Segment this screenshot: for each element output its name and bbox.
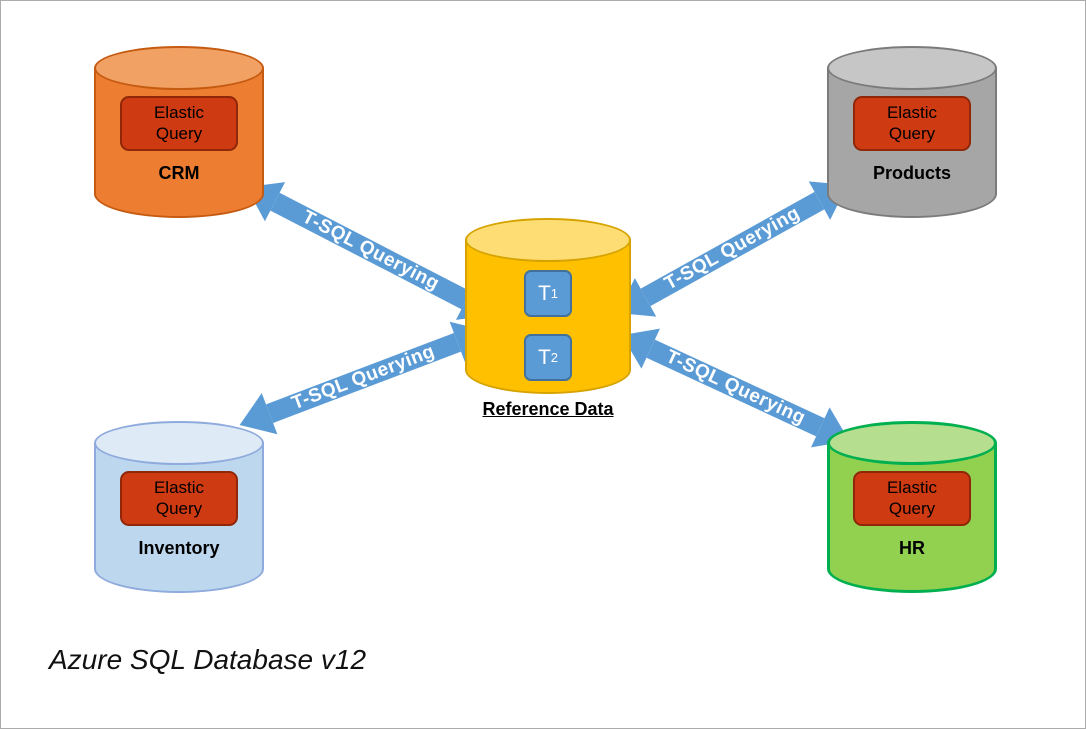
cylinder-top (827, 421, 997, 465)
database-name-hr: HR (899, 537, 925, 558)
cylinder-top (827, 46, 997, 90)
crm-database-cylinder: Elastic Query CRM (94, 46, 264, 218)
products-database-cylinder: Elastic Query Products (827, 46, 997, 218)
table-t1-subscript: 1 (550, 286, 559, 301)
diagram-title: Azure SQL Database v12 (49, 644, 367, 675)
cylinder-content: Elastic Query CRM (94, 90, 264, 218)
cylinder-top (94, 421, 264, 465)
tsql-arrow-products: T-SQL Querying (606, 165, 859, 333)
cylinder-content: Elastic Query Products (827, 90, 997, 218)
table-t2-label: T (537, 345, 551, 369)
tsql-arrow-label: T-SQL Querying (288, 340, 438, 415)
database-name-inventory: Inventory (138, 537, 220, 558)
elastic-query-badge: Elastic Query (120, 471, 238, 526)
tsql-arrow-label: T-SQL Querying (298, 206, 443, 295)
hr-database-cylinder: Elastic Query HR (827, 421, 997, 593)
database-name-crm: CRM (158, 162, 200, 183)
table-t2-subscript: 2 (550, 350, 559, 365)
inventory-database-cylinder: Elastic Query Inventory (94, 421, 264, 593)
tsql-arrow-hr: T-SQL Querying (612, 315, 859, 461)
table-t1-label: T (537, 281, 551, 305)
cylinder-content: Elastic Query Inventory (94, 465, 264, 593)
tsql-arrow-inventory: T-SQL Querying (231, 310, 496, 446)
elastic-query-badge: Elastic Query (853, 471, 971, 526)
elastic-query-badge: Elastic Query (853, 96, 971, 151)
cylinder-content: Elastic Query HR (827, 465, 997, 593)
reference-data-label: Reference Data (482, 399, 614, 419)
cylinder-top (465, 218, 631, 262)
cylinder-top (94, 46, 264, 90)
database-name-products: Products (872, 162, 951, 183)
elastic-query-badge: Elastic Query (120, 96, 238, 151)
tsql-arrow-label: T-SQL Querying (661, 202, 804, 295)
tsql-arrow-label: T-SQL Querying (662, 346, 809, 429)
